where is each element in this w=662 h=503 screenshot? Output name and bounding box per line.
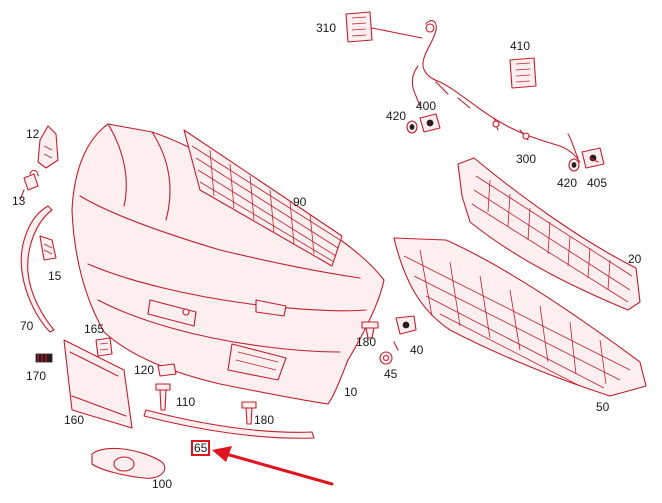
part-400-parking-sensor[interactable]	[419, 113, 441, 133]
label-12: 12	[26, 127, 40, 141]
part-40-clip[interactable]	[395, 315, 417, 335]
label-10: 10	[344, 385, 358, 399]
part-160-license-plate-holder[interactable]	[63, 339, 133, 429]
label-65-highlighted[interactable]: 65	[191, 440, 211, 456]
label-40: 40	[410, 343, 424, 357]
label-20: 20	[628, 252, 642, 266]
label-300: 300	[516, 152, 537, 166]
label-405: 405	[587, 176, 608, 190]
part-50-lower-cover[interactable]	[393, 237, 647, 397]
part-10-bumper-cover[interactable]	[71, 123, 385, 405]
label-165: 165	[84, 322, 105, 336]
part-405-parking-sensor[interactable]	[581, 147, 605, 169]
part-170-screw[interactable]	[35, 353, 53, 363]
part-13-clip[interactable]	[23, 169, 39, 191]
part-420-sensor-ring-right[interactable]	[568, 158, 580, 172]
part-180-screw-lower[interactable]	[241, 401, 257, 425]
label-180-right: 180	[356, 335, 377, 349]
leader-lines	[19, 157, 599, 351]
label-90: 90	[293, 195, 307, 209]
part-45-nut[interactable]	[379, 351, 393, 365]
part-310-connector[interactable]	[345, 11, 373, 43]
label-170: 170	[26, 369, 47, 383]
part-15-bracket[interactable]	[39, 235, 57, 261]
part-410-connector[interactable]	[509, 57, 537, 89]
label-180-lower: 180	[254, 413, 275, 427]
label-160: 160	[64, 413, 85, 427]
label-110: 110	[176, 395, 196, 409]
part-420-sensor-ring-left[interactable]	[406, 120, 418, 134]
part-120-nut[interactable]	[157, 363, 177, 377]
label-420-left: 420	[386, 109, 407, 123]
part-300-wiring-harness[interactable]	[371, 20, 581, 163]
part-90-grille[interactable]	[183, 129, 343, 267]
label-310: 310	[316, 21, 337, 35]
part-110-screw[interactable]	[155, 383, 171, 411]
part-70-trim-strip[interactable]	[20, 205, 55, 333]
part-180-screw-right[interactable]	[361, 321, 379, 339]
label-15: 15	[48, 269, 62, 283]
label-50: 50	[596, 400, 610, 414]
part-165-clip[interactable]	[95, 337, 113, 357]
label-70: 70	[20, 319, 34, 333]
label-420-right: 420	[557, 176, 578, 190]
part-12-bracket[interactable]	[37, 125, 59, 169]
label-13: 13	[12, 194, 26, 208]
label-120: 120	[134, 363, 155, 377]
label-400: 400	[416, 99, 437, 113]
label-100: 100	[152, 477, 173, 491]
pointer-arrow	[212, 446, 334, 486]
part-65-trim-strip[interactable]	[143, 409, 315, 439]
part-100-fog-lamp-bezel[interactable]	[91, 447, 166, 479]
part-20-impact-absorber[interactable]	[457, 157, 641, 311]
label-410: 410	[510, 39, 531, 53]
label-45: 45	[384, 367, 398, 381]
